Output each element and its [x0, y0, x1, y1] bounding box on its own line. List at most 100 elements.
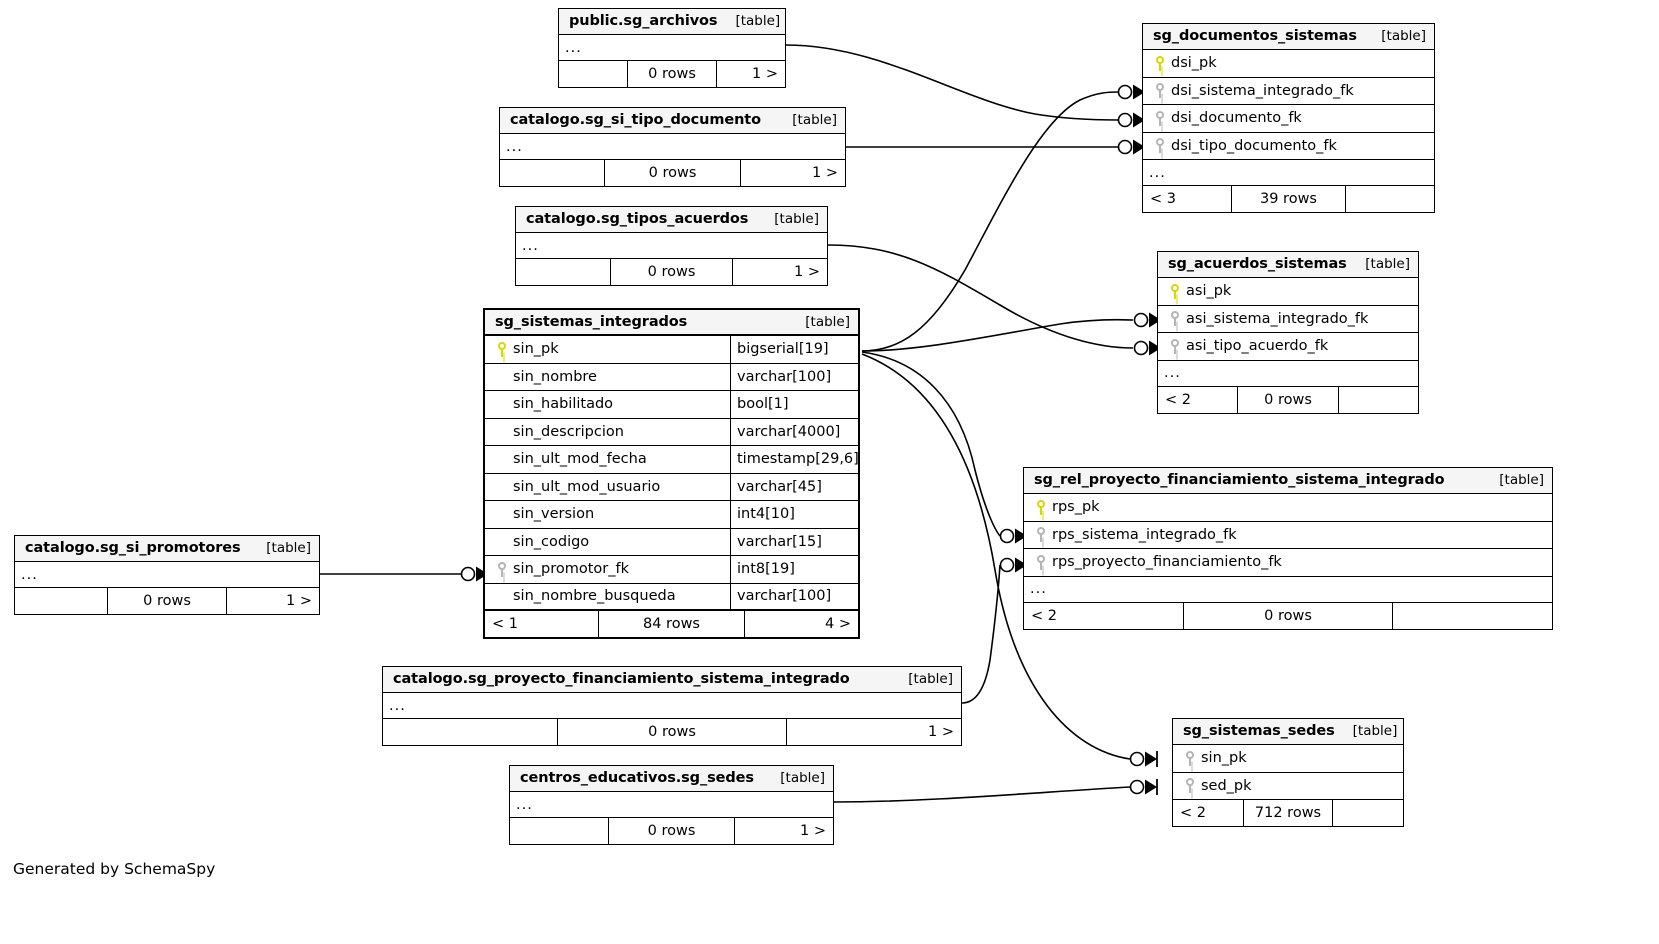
- column-name-cell: sin_habilitado: [485, 391, 730, 418]
- table-node-centros_educativos_sg_sedes[interactable]: centros_educativos.sg_sedes[table]...0 r…: [509, 765, 834, 845]
- column-name: sin_pk: [1201, 750, 1247, 767]
- footer-parents-count: [516, 259, 610, 285]
- column-row[interactable]: dsi_tipo_documento_fk: [1143, 133, 1434, 160]
- column-row[interactable]: sed_pk: [1173, 773, 1403, 800]
- column-type: bigserial[19]: [730, 336, 858, 363]
- footer-children-count: [1333, 800, 1403, 826]
- hidden-columns-ellipsis: ...: [510, 792, 833, 818]
- column-type: varchar[100]: [730, 583, 858, 609]
- column-row[interactable]: rps_pk: [1024, 494, 1552, 522]
- column-name: sin_version: [513, 506, 595, 523]
- table-kind-label: [table]: [266, 540, 311, 556]
- column-name: sed_pk: [1201, 777, 1252, 794]
- table-header[interactable]: sg_sistemas_sedes[table]: [1173, 719, 1403, 745]
- table-node-catalogo_sg_si_tipo_documento[interactable]: catalogo.sg_si_tipo_documento[table]...0…: [499, 107, 846, 187]
- column-name-cell: sin_ult_mod_fecha: [485, 446, 730, 473]
- column-name: sin_ult_mod_usuario: [513, 478, 661, 495]
- table-name: sg_sistemas_sedes: [1183, 723, 1335, 739]
- column-type: varchar[4000]: [730, 418, 858, 445]
- column-name: sin_descripcion: [513, 423, 624, 440]
- fk-slot: [1149, 83, 1171, 99]
- table-header[interactable]: public.sg_archivos[table]: [559, 9, 785, 35]
- pk-slot: [1149, 55, 1171, 71]
- table-node-catalogo_sg_si_promotores[interactable]: catalogo.sg_si_promotores[table]...0 row…: [14, 535, 320, 615]
- table-node-catalogo_sg_tipos_acuerdos[interactable]: catalogo.sg_tipos_acuerdos[table]...0 ro…: [515, 206, 828, 286]
- table-header[interactable]: catalogo.sg_proyecto_financiamiento_sist…: [383, 667, 961, 693]
- footer-parents-count: [15, 588, 107, 614]
- table-name: sg_sistemas_integrados: [495, 313, 688, 330]
- column-row[interactable]: sin_pk: [1173, 745, 1403, 773]
- column-name: sin_habilitado: [513, 396, 614, 413]
- table-header[interactable]: catalogo.sg_tipos_acuerdos[table]: [516, 207, 827, 233]
- footer-children-count: [1346, 186, 1434, 212]
- footer-parents-count: < 2: [1180, 805, 1206, 821]
- footer-row-count: 0 rows: [627, 61, 717, 87]
- column-row[interactable]: sin_descripcion varchar[4000]: [485, 418, 858, 446]
- table-header[interactable]: catalogo.sg_si_tipo_documento[table]: [500, 108, 845, 134]
- table-node-sg_rel_proyecto_financiamiento_sistema_integrado[interactable]: sg_rel_proyecto_financiamiento_sistema_i…: [1023, 467, 1553, 630]
- table-name: catalogo.sg_si_promotores: [25, 540, 241, 556]
- hidden-columns-ellipsis: ...: [559, 35, 785, 61]
- column-name-cell: dsi_pk: [1143, 50, 1434, 77]
- column-name-cell: sin_version: [485, 501, 730, 528]
- footer-parents-count: [559, 61, 627, 87]
- column-name-cell: asi_tipo_acuerdo_fk: [1158, 333, 1418, 360]
- footer-children-count: 1 >: [286, 593, 312, 609]
- column-row[interactable]: rps_sistema_integrado_fk: [1024, 522, 1552, 549]
- fk-slot: [491, 561, 513, 577]
- table-header[interactable]: sg_acuerdos_sistemas[table]: [1158, 252, 1418, 278]
- column-name-cell: dsi_documento_fk: [1143, 105, 1434, 132]
- column-row[interactable]: rps_proyecto_financiamiento_fk: [1024, 549, 1552, 577]
- column-row[interactable]: dsi_documento_fk: [1143, 105, 1434, 133]
- table-name: public.sg_archivos: [569, 13, 718, 29]
- table-kind-label: [table]: [908, 671, 953, 687]
- table-node-catalogo_sg_proyecto_financiamiento_sistema_integrado[interactable]: catalogo.sg_proyecto_financiamiento_sist…: [382, 666, 962, 746]
- foreign-key-icon: [1185, 778, 1196, 794]
- edge-proyecto-to-rps-proyecto-financiamiento: [961, 564, 1001, 704]
- column-row[interactable]: asi_pk: [1158, 278, 1418, 306]
- column-row[interactable]: asi_sistema_integrado_fk: [1158, 306, 1418, 333]
- hidden-columns-ellipsis: ...: [1024, 577, 1552, 603]
- footer-parents-count: [383, 719, 557, 745]
- footer-children-count: 1 >: [928, 724, 954, 740]
- fk-slot: [1030, 554, 1052, 570]
- column-row[interactable]: asi_tipo_acuerdo_fk: [1158, 333, 1418, 361]
- footer-row-count: 0 rows: [604, 160, 741, 186]
- table-header[interactable]: centros_educativos.sg_sedes[table]: [510, 766, 833, 792]
- table-header[interactable]: sg_documentos_sistemas[table]: [1143, 24, 1434, 50]
- primary-key-icon: [1155, 55, 1166, 71]
- column-type: varchar[15]: [730, 528, 858, 555]
- column-row[interactable]: dsi_sistema_integrado_fk: [1143, 78, 1434, 105]
- foreign-key-icon: [1170, 311, 1181, 327]
- edge-sin-pk-to-asi-sistema-integrado: [861, 318, 1134, 352]
- edge-sin-pk-to-rps-sistema-integrado: [861, 351, 1001, 537]
- column-name-cell: asi_sistema_integrado_fk: [1158, 306, 1418, 333]
- footer-row-count: 0 rows: [1183, 602, 1393, 629]
- table-header[interactable]: catalogo.sg_si_promotores [table]: [15, 536, 319, 562]
- column-row[interactable]: dsi_pk: [1143, 50, 1434, 78]
- table-header[interactable]: sg_sistemas_integrados[table]: [485, 310, 858, 336]
- table-header[interactable]: sg_rel_proyecto_financiamiento_sistema_i…: [1024, 468, 1552, 494]
- footer-children-count: 1 >: [812, 165, 838, 181]
- column-name-cell: dsi_tipo_documento_fk: [1143, 133, 1434, 160]
- footer-row-count: 39 rows: [1231, 186, 1346, 212]
